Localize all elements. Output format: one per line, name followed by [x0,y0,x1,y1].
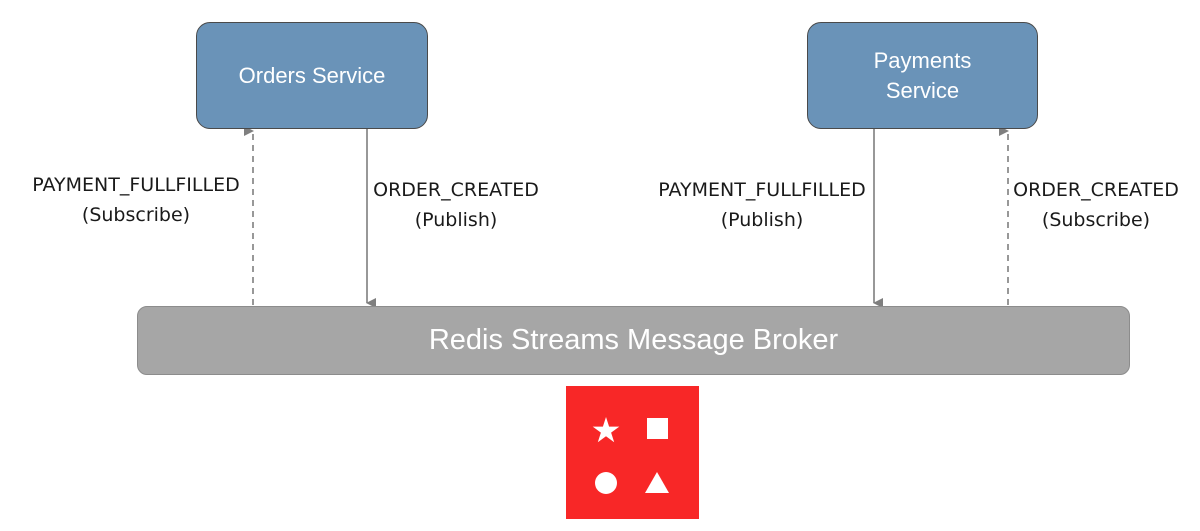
orders-publish-label: ORDER_CREATED (Publish) [366,175,546,235]
orders-subscribe-action: (Subscribe) [81,204,191,226]
payments-subscribe-label: ORDER_CREATED (Subscribe) [1006,175,1186,235]
message-broker-label: Redis Streams Message Broker [428,324,839,356]
redis-logo-shapes [592,417,669,494]
star-icon [592,417,620,443]
orders-publish-action: (Publish) [414,209,498,231]
orders-subscribe-event: PAYMENT_FULLFILLED [32,174,240,196]
payments-service-label: Payments Service [873,47,972,103]
message-broker-node: Redis Streams Message Broker [137,306,1130,375]
payments-publish-action: (Publish) [720,209,804,231]
square-icon [647,418,668,439]
payments-publish-label: PAYMENT_FULLFILLED (Publish) [646,175,878,235]
payments-publish-event: PAYMENT_FULLFILLED [658,179,866,201]
circle-icon [595,472,617,494]
orders-service-node: Orders Service [196,22,428,129]
payments-subscribe-action: (Subscribe) [1041,209,1151,231]
orders-service-label: Orders Service [238,62,386,88]
orders-publish-event: ORDER_CREATED [373,179,539,201]
triangle-icon [645,472,669,493]
redis-logo [566,386,699,519]
orders-subscribe-label: PAYMENT_FULLFILLED (Subscribe) [20,170,252,230]
payments-service-node: Payments Service [807,22,1038,129]
payments-subscribe-event: ORDER_CREATED [1013,179,1179,201]
